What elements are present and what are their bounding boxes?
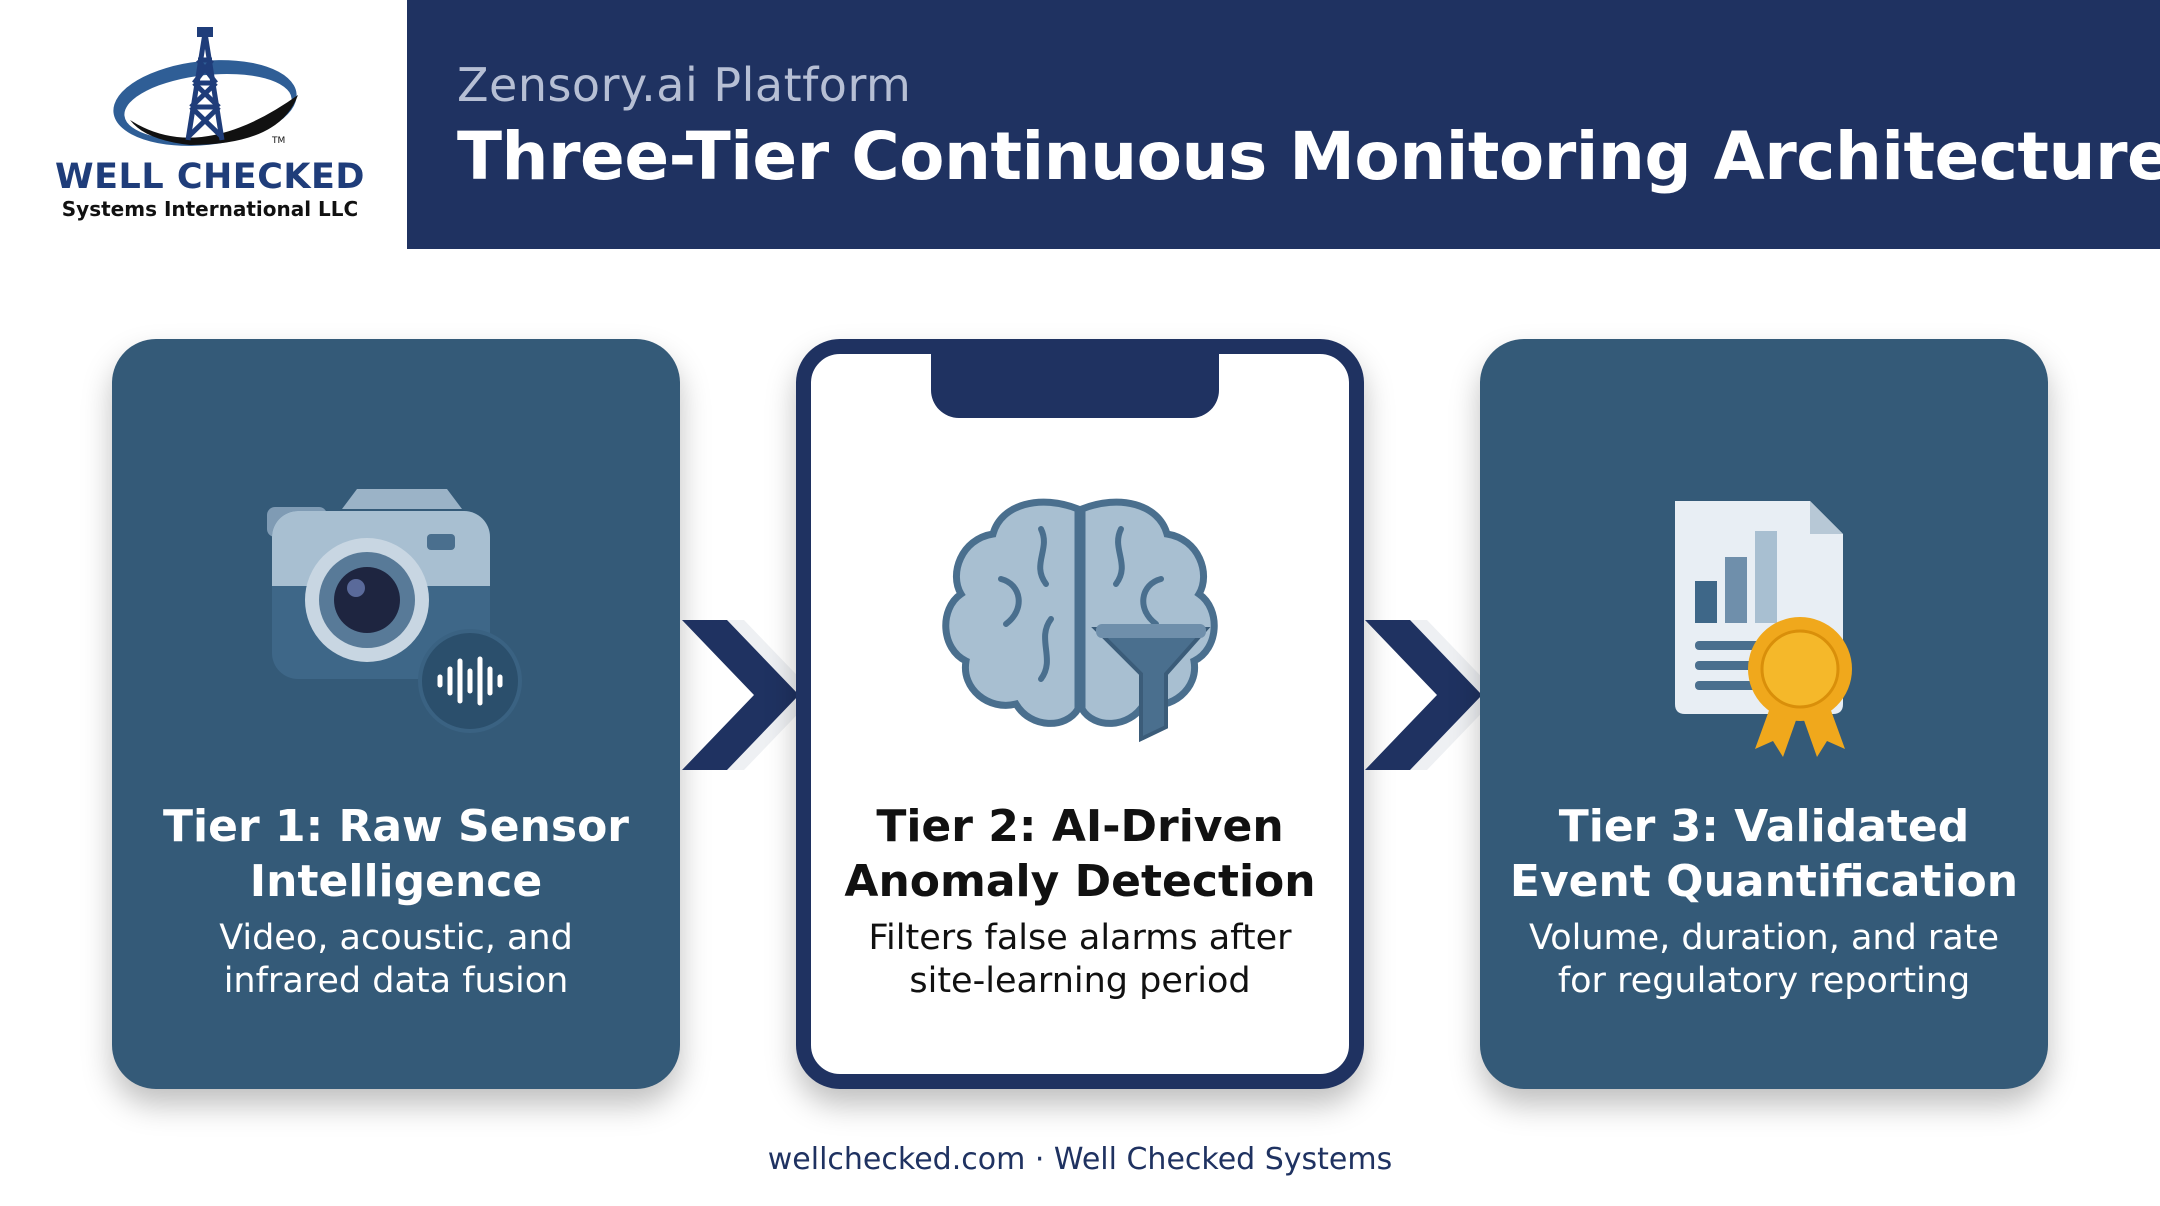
tier-1-card: Tier 1: Raw Sensor Intelligence Video, a… — [112, 339, 680, 1089]
chevron-right-icon — [1365, 620, 1499, 770]
logo-company-name: WELL CHECKED — [55, 157, 365, 197]
oil-derrick-icon: TM — [113, 27, 298, 146]
tier-2-description: Filters false alarms after site-learning… — [868, 918, 1292, 1001]
tier-1-title: Tier 1: Raw Sensor Intelligence — [163, 801, 629, 907]
page-title: Three-Tier Continuous Monitoring Archite… — [457, 118, 2160, 195]
svg-text:TM: TM — [271, 136, 285, 146]
chevron-right-icon — [682, 620, 816, 770]
logo-company-subtitle: Systems International LLC — [61, 197, 359, 221]
header-banner: Zensory.ai Platform Three-Tier Continuou… — [407, 0, 2160, 249]
header-subtitle: Zensory.ai Platform — [457, 58, 912, 112]
tier-3-description: Volume, duration, and rate for regulator… — [1528, 918, 2000, 1001]
report-certificate-icon — [1675, 501, 1852, 757]
footer-text: wellchecked.com · Well Checked Systems — [767, 1142, 1393, 1177]
brain-filter-icon — [942, 498, 1218, 743]
tier-1-description: Video, acoustic, and infrared data fusio… — [219, 918, 573, 1001]
tier-2-title: Tier 2: AI-Driven Anomaly Detection — [844, 801, 1316, 907]
card-top-tab — [931, 352, 1219, 418]
tier-3-title: Tier 3: Validated Event Quantification — [1509, 801, 2019, 907]
tier-3-card: Tier 3: Validated Event Quantification V… — [1480, 339, 2048, 1089]
tier-2-card: Tier 2: AI-Driven Anomaly Detection Filt… — [796, 339, 1364, 1089]
company-logo: TM WELL CHECKED Systems International LL… — [40, 25, 380, 225]
camera-sound-icon — [267, 489, 522, 733]
